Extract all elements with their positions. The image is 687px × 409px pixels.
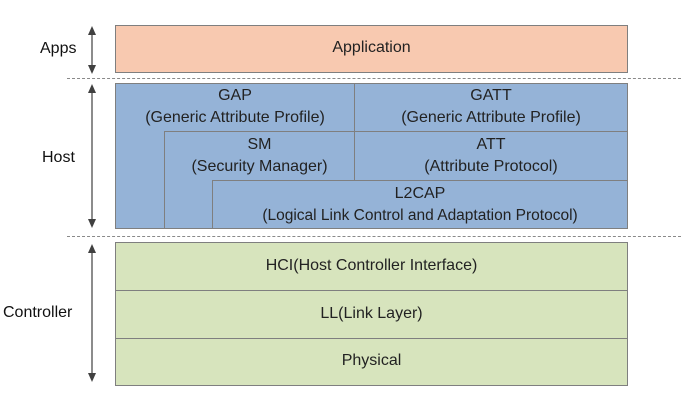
host-label: Host [42, 149, 75, 166]
ll-box [115, 290, 628, 339]
ll-label: LL(Link Layer) [320, 305, 423, 322]
apps-span-arrow [88, 26, 96, 74]
application-box [115, 25, 628, 73]
physical-box [115, 338, 628, 386]
gap-full: (Generic Attribute Profile) [145, 109, 325, 126]
att-name: ATT [476, 136, 506, 153]
host-span-arrow [88, 84, 96, 228]
att-full: (Attribute Protocol) [424, 158, 558, 175]
gatt-full: (Generic Attribute Profile) [401, 109, 581, 126]
host-controller-separator [67, 236, 681, 237]
controller-span-arrow [88, 244, 96, 382]
gatt-name: GATT [470, 87, 512, 104]
att-box [354, 131, 628, 181]
hci-label: HCI(Host Controller Interface) [265, 257, 478, 274]
gatt-box [354, 83, 628, 132]
sm-full: (Security Manager) [191, 158, 328, 175]
sm-name: SM [247, 136, 272, 153]
l2cap-name: L2CAP [394, 185, 446, 202]
l2cap-box [212, 180, 628, 229]
physical-label: Physical [341, 352, 402, 369]
gap-name: GAP [218, 87, 252, 104]
apps-label: Apps [40, 40, 77, 57]
l2cap-full: (Logical Link Control and Adaptation Pro… [262, 207, 578, 224]
controller-label: Controller [3, 304, 73, 321]
application-label: Application [332, 39, 411, 56]
apps-host-separator [67, 78, 681, 79]
hci-box [115, 242, 628, 291]
